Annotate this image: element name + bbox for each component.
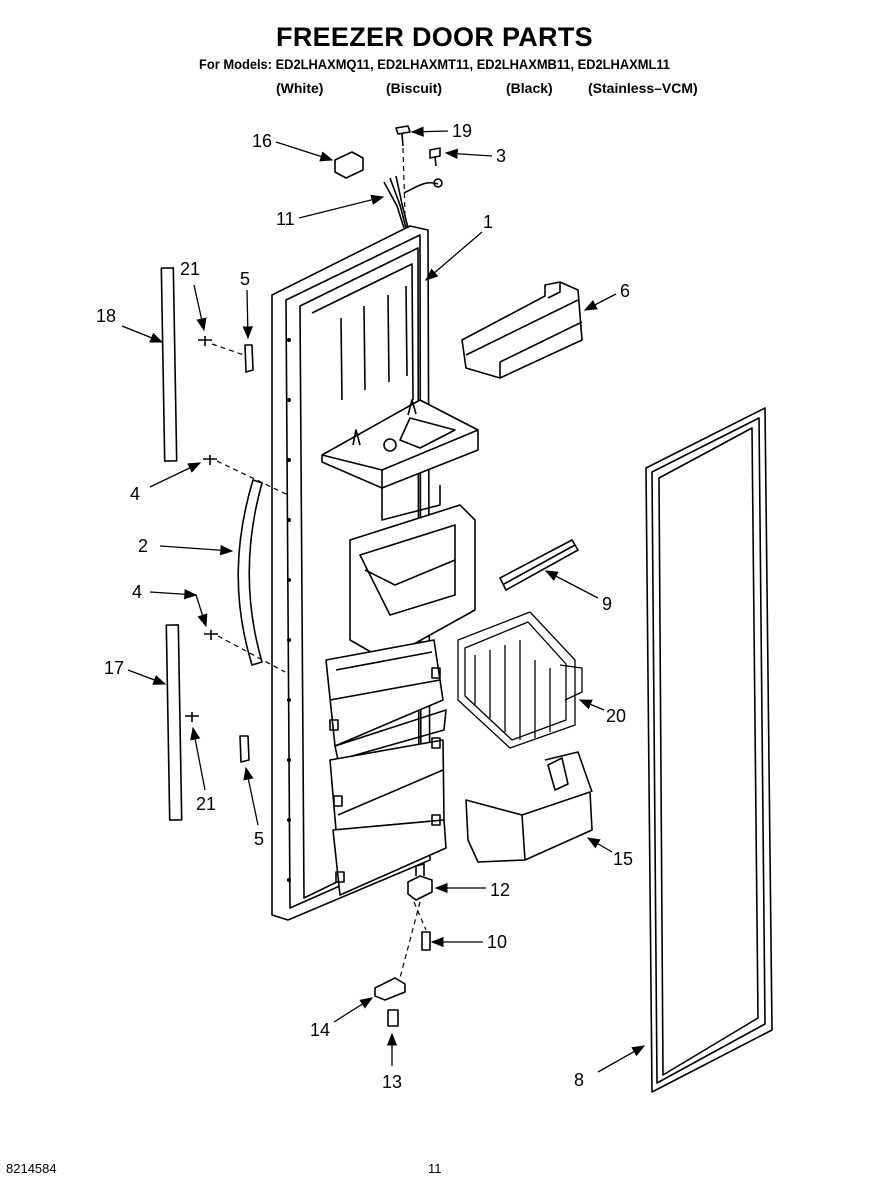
variant-biscuit: (Biscuit) (386, 80, 442, 96)
callout-5-upper: 5 (240, 269, 250, 289)
callout-6: 6 (620, 281, 630, 301)
door-gasket (645, 407, 773, 1093)
callout-18: 18 (96, 306, 116, 326)
callout-8: 8 (574, 1070, 584, 1090)
trim-part-9 (499, 539, 579, 591)
callout-13: 13 (382, 1072, 402, 1092)
models-line: For Models: ED2LHAXMQ11, ED2LHAXMT11, ED… (199, 56, 670, 72)
callout-21-lower: 21 (196, 794, 216, 814)
variant-stainless: (Stainless–VCM) (588, 80, 698, 96)
handle (237, 479, 263, 666)
callout-11: 11 (276, 209, 295, 229)
trim-part-18 (160, 267, 178, 462)
callout-19: 19 (452, 121, 472, 141)
callout-10: 10 (487, 932, 507, 952)
callout-21-upper: 21 (180, 259, 200, 279)
bin-part-15 (465, 751, 593, 863)
callout-1: 1 (483, 212, 493, 232)
callout-17: 17 (104, 658, 124, 678)
callout-20: 20 (606, 706, 626, 726)
callout-5-lower: 5 (254, 829, 264, 849)
trim-part-17 (165, 624, 183, 821)
variant-black: (Black) (506, 80, 553, 96)
bracket-part-12 (407, 863, 433, 901)
callout-16: 16 (252, 131, 272, 151)
callout-9: 9 (602, 594, 612, 614)
callout-14: 14 (310, 1020, 330, 1040)
screw-part-21-upper (198, 336, 212, 346)
hinge-upper (244, 344, 254, 373)
callout-labels: 1 2 3 4 4 5 5 6 8 9 10 11 12 13 14 15 16… (96, 121, 633, 1092)
page-title: FREEZER DOOR PARTS (276, 22, 593, 52)
callout-4-lower: 4 (132, 582, 142, 602)
screw-part-3 (429, 147, 441, 167)
hinge-lower (239, 735, 250, 763)
leader-arrows (121, 126, 646, 1073)
screw-part-10 (421, 931, 431, 951)
screw-part-4-lower (204, 630, 218, 640)
connector-part-16 (334, 151, 364, 179)
screw-part-21-lower (185, 712, 199, 722)
screw-part-13 (387, 1009, 399, 1027)
shelf-part-6 (461, 281, 583, 379)
door-panel (271, 225, 479, 921)
callout-2: 2 (138, 536, 148, 556)
doc-number: 8214584 (6, 1161, 57, 1176)
screw-part-19 (395, 125, 411, 147)
wire-basket (457, 611, 583, 749)
screw-part-4-upper (203, 455, 217, 465)
variant-white: (White) (276, 80, 324, 96)
callout-4-upper: 4 (130, 484, 140, 504)
block-part-14 (374, 977, 406, 1001)
wire-harness (383, 175, 443, 229)
callout-3: 3 (496, 146, 506, 166)
callout-15: 15 (613, 849, 633, 869)
page-number: 11 (428, 1161, 442, 1176)
assembly-lines (211, 147, 427, 979)
callout-12: 12 (490, 880, 510, 900)
